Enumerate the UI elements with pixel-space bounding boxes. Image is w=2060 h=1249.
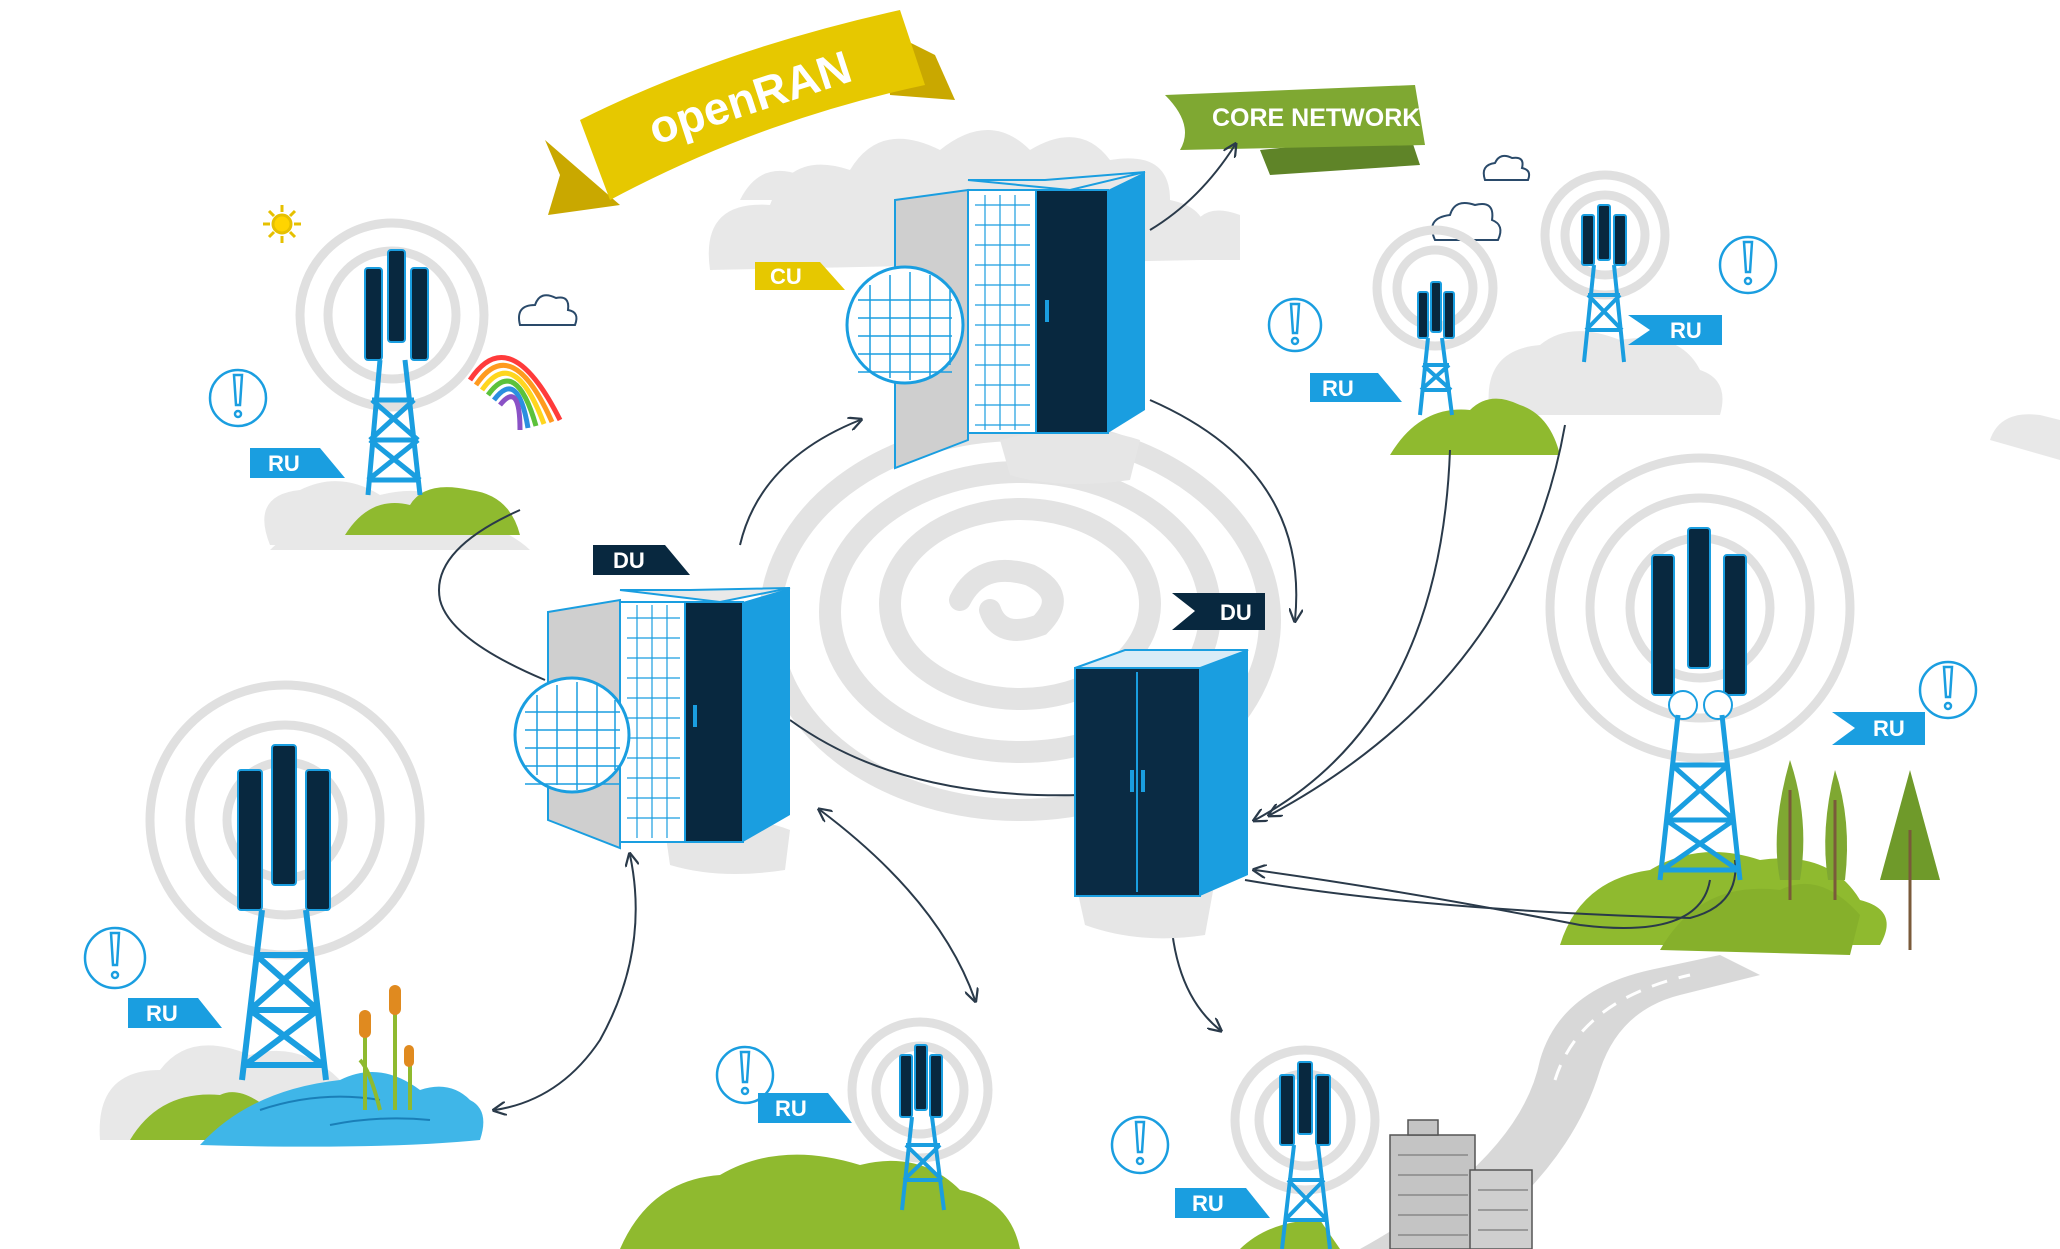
alert-icon [1267, 297, 1323, 353]
tag-ru-top-left: RU [250, 448, 345, 478]
ru-tower-bottom-right [1279, 1061, 1332, 1249]
svg-text:CU: CU [770, 264, 802, 289]
svg-text:RU: RU [1873, 716, 1905, 741]
tag-du-right: DU [1172, 593, 1265, 630]
ru-tower-right-large [1651, 527, 1747, 881]
tag-cu: CU [755, 262, 845, 290]
small-clouds [518, 154, 1531, 326]
tag-ru-bottom-left: RU [128, 998, 222, 1028]
svg-text:RU: RU [775, 1096, 807, 1121]
sun-icon [263, 205, 301, 243]
ru-tower-top-right-small [1417, 281, 1455, 416]
ru-tower-bottom-middle [899, 1044, 946, 1211]
alert-icon [83, 926, 147, 990]
tag-ru-bottom-middle: RU [758, 1093, 852, 1123]
ru-tower-top-right [1581, 204, 1627, 363]
alert-icons [83, 235, 1978, 1175]
cu-cabinet [845, 171, 1146, 470]
tag-ru-top-right-small: RU [1310, 373, 1402, 402]
alert-icon [1918, 660, 1978, 720]
core-network-banner: CORE NETWORK [1165, 85, 1425, 175]
svg-text:RU: RU [1322, 376, 1354, 401]
svg-text:DU: DU [1220, 600, 1252, 625]
svg-text:RU: RU [268, 451, 300, 476]
svg-text:DU: DU [613, 548, 645, 573]
du-cabinet-left [513, 587, 791, 850]
rainbow [467, 355, 563, 431]
svg-text:RU: RU [1192, 1191, 1224, 1216]
ru-tower-top-left [364, 249, 429, 496]
tag-ru-right-large: RU [1832, 712, 1925, 745]
tag-ru-top-right: RU [1628, 315, 1722, 345]
ru-tower-bottom-left [237, 744, 331, 1081]
du-cabinet-right [1074, 649, 1249, 897]
connection-wires [438, 145, 1737, 1110]
landscape [130, 398, 1940, 1249]
alert-icon [715, 1045, 775, 1105]
alert-icon [1110, 1115, 1170, 1175]
svg-text:RU: RU [1670, 318, 1702, 343]
svg-text:RU: RU [146, 1001, 178, 1026]
tag-ru-bottom-right: RU [1175, 1188, 1270, 1218]
core-network-label: CORE NETWORK [1212, 104, 1420, 132]
alert-icon [208, 368, 268, 428]
tag-du-left: DU [593, 545, 690, 575]
alert-icon [1718, 235, 1778, 295]
